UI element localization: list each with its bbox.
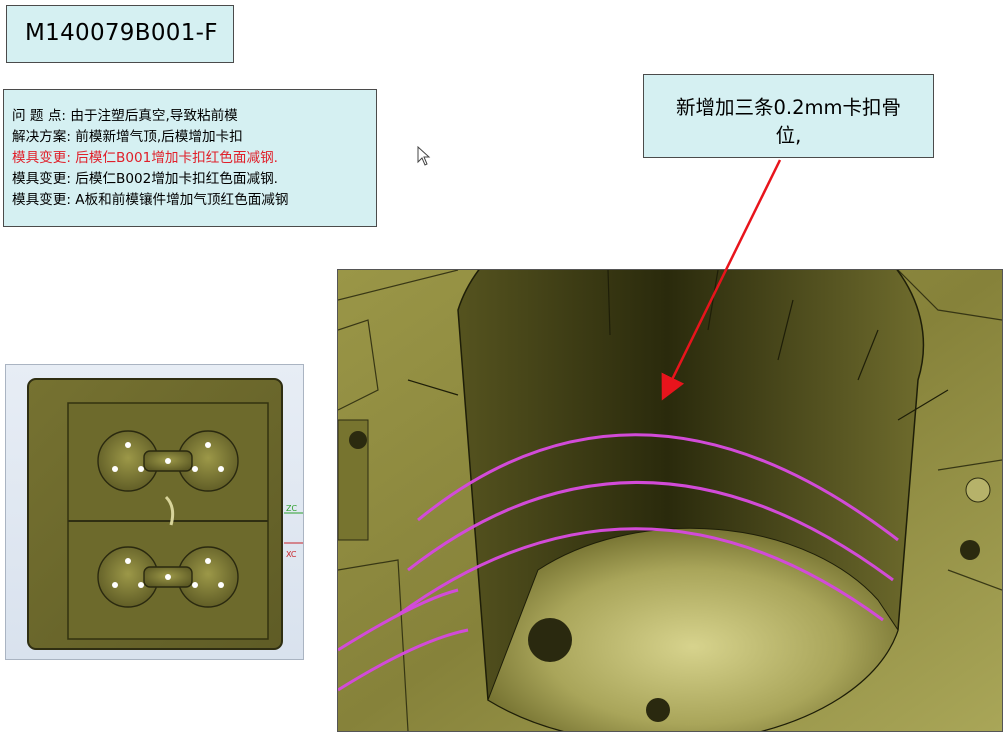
note-solution: 解决方案: 前模新增气顶,后模增加卡扣	[12, 129, 243, 145]
axis-label-xc: XC	[286, 550, 297, 559]
cavity-closeup-render	[337, 269, 1003, 732]
callout-line-1: 新增加三条0.2mm卡扣骨	[675, 96, 901, 119]
note-change-a-plate: 模具变更: A板和前模镶件增加气顶红色面减钢	[12, 192, 289, 208]
snap-ribs-highlight	[338, 433, 899, 692]
cavity-render-image	[338, 270, 1002, 731]
note-problem: 问 题 点: 由于注塑后真空,导致粘前模	[12, 108, 238, 124]
part-number-box: M140079B001-F	[6, 5, 234, 63]
change-notes-box: 问 题 点: 由于注塑后真空,导致粘前模 解决方案: 前模新增气顶,后模增加卡扣…	[3, 89, 377, 227]
callout-box: 新增加三条0.2mm卡扣骨 位,	[643, 74, 934, 158]
part-number-label: M140079B001-F	[25, 20, 218, 46]
mold-overview-thumbnail: ZC XC	[5, 364, 304, 660]
note-change-b001: 模具变更: 后模仁B001增加卡扣红色面减钢.	[12, 150, 278, 166]
callout-line-2: 位,	[775, 124, 802, 147]
axis-label-zc: ZC	[286, 504, 297, 513]
mouse-pointer-icon	[417, 146, 431, 166]
mold-plate-image: ZC XC	[27, 378, 303, 650]
note-change-b002: 模具变更: 后模仁B002增加卡扣红色面减钢.	[12, 171, 278, 187]
